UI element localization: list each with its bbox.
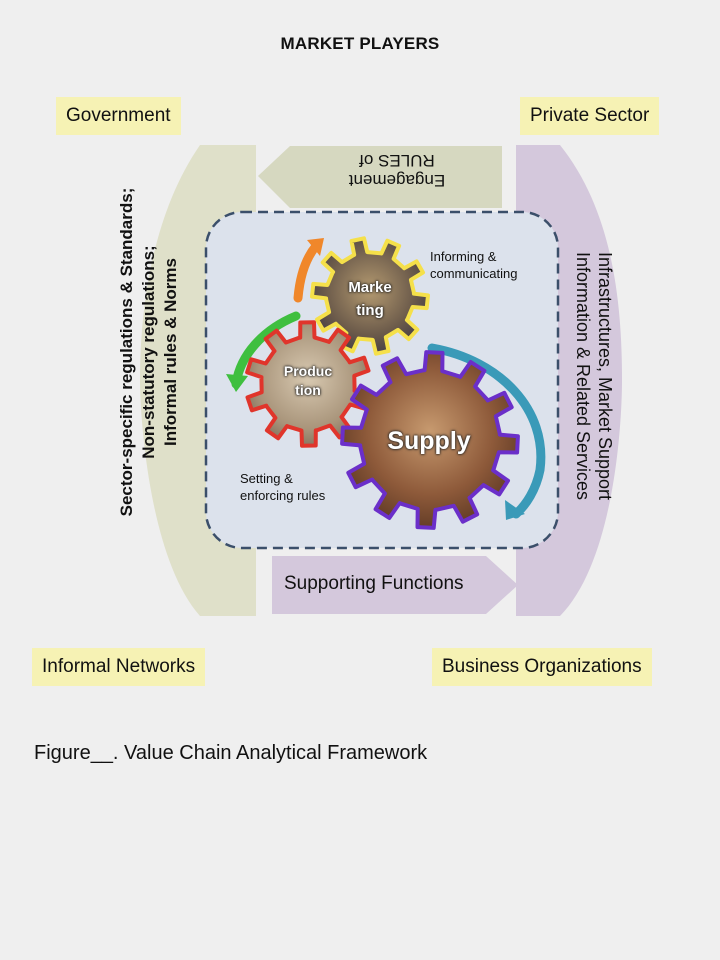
- informing-note: Informing & communicating: [430, 248, 517, 282]
- supply-gear: [340, 350, 520, 530]
- production-gear: [245, 320, 371, 448]
- left-arc-line-2: Non-statutory regulations;: [139, 245, 158, 459]
- rules-line-1: RULES of: [359, 151, 435, 170]
- rules-of-engagement-label: Engagement RULES of: [292, 150, 502, 190]
- setting-note: Setting & enforcing rules: [240, 470, 325, 504]
- marketing-gear: [310, 236, 430, 356]
- gear-production-body: [245, 320, 371, 448]
- marketing-label: Marke ting: [330, 276, 410, 322]
- left-arc-label: Sector-specific regulations & Standards;…: [116, 152, 182, 552]
- production-line-1: Produc: [283, 363, 333, 379]
- gear-supply-body: [340, 350, 520, 530]
- right-arc-line-1: Infrastructures, Market Support: [595, 251, 615, 501]
- production-label: Produc tion: [268, 362, 348, 400]
- figure-caption: Figure__. Value Chain Analytical Framewo…: [34, 742, 428, 764]
- production-line-2: tion: [295, 382, 321, 398]
- page-title: MARKET PLAYERS: [280, 34, 440, 53]
- rules-line-2: Engagement: [348, 171, 446, 190]
- supply-label: Supply: [387, 427, 471, 455]
- supporting-functions-label: Supporting Functions: [284, 573, 464, 594]
- blue-arrow: [427, 343, 546, 519]
- right-arc-line-2: Information & Related Services: [573, 251, 593, 501]
- setting-line-1: Setting &: [240, 471, 293, 486]
- orange-arrow: [293, 241, 321, 303]
- rules-arrow: [258, 146, 502, 208]
- informing-line-1: Informing &: [430, 249, 497, 264]
- setting-line-2: enforcing rules: [240, 488, 326, 503]
- supporting-functions-arrow: [272, 556, 518, 614]
- right-arc-label: Infrastructures, Market Support Informat…: [572, 216, 616, 536]
- left-arc-line-3: Informal rules & Norms: [161, 258, 180, 446]
- informal-networks-box: Informal Networks: [32, 648, 206, 686]
- left-arc-line-1: Sector-specific regulations & Standards;: [117, 187, 136, 517]
- informing-line-2: communicating: [430, 266, 518, 281]
- marketing-line-2: ting: [356, 302, 384, 319]
- marketing-line-1: Marke: [348, 279, 392, 296]
- private-sector-box: Private Sector: [520, 97, 660, 135]
- gear-marketing-body: [310, 236, 430, 356]
- business-organizations-box: Business Organizations: [432, 648, 652, 686]
- government-box: Government: [56, 97, 181, 135]
